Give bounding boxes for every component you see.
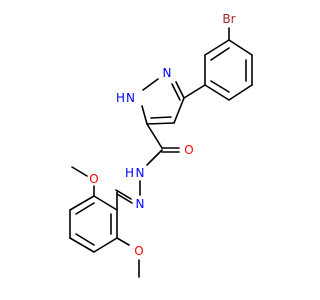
pyrazole-nh-nitrogen-label: N	[126, 91, 135, 105]
bond-c-c	[146, 122, 175, 125]
bond-phenyl-pyrazole	[183, 84, 206, 99]
bromophenyl-ring	[204, 39, 253, 101]
bond-c-o-methoxy	[116, 237, 130, 246]
bond-c-nh	[146, 149, 163, 166]
bond-c-c-inner	[150, 116, 172, 119]
bond	[69, 237, 95, 253]
bond	[93, 237, 118, 253]
bond-c-c	[173, 97, 185, 124]
bond-o-ch3	[71, 166, 88, 177]
bromine-atom-label: Br	[222, 12, 235, 26]
bond	[204, 84, 230, 101]
bond-n-ch-double	[115, 189, 132, 200]
bond	[228, 84, 253, 101]
bond-n-n	[142, 78, 159, 91]
bond	[93, 195, 118, 211]
bond-n-c	[141, 105, 148, 125]
carbonyl-oxygen-label: O	[184, 143, 193, 157]
amide-nitrogen-label: N	[136, 166, 145, 180]
pyrazole-ring	[141, 78, 185, 125]
bond-inner	[210, 47, 230, 61]
dimethoxyphenyl-ring	[69, 195, 118, 253]
bond-pyrazole-carbonyl	[146, 123, 163, 149]
bond-n-ch	[116, 193, 133, 204]
bond-inner	[75, 233, 95, 246]
bond	[228, 39, 253, 56]
bond-c-n	[175, 81, 185, 99]
bond	[204, 39, 230, 56]
molecule-structure: Br N H N O N H N O O	[69, 12, 253, 278]
molecule-canvas: Br N H N O N H N O O	[69, 12, 253, 278]
bond-c-n-double	[171, 83, 181, 101]
amide-hydrogen-label: H	[125, 166, 134, 180]
bond-inner	[75, 202, 95, 215]
methoxy-oxygen-top-label: O	[89, 172, 98, 186]
bond	[69, 195, 95, 211]
pyrazole-nh-hydrogen-label: H	[116, 91, 125, 105]
pyrazole-nitrogen-label: N	[163, 66, 172, 80]
methoxy-oxygen-bottom-label: O	[134, 244, 143, 258]
imine-nitrogen-label: N	[136, 197, 145, 211]
bond-inner	[210, 80, 230, 93]
